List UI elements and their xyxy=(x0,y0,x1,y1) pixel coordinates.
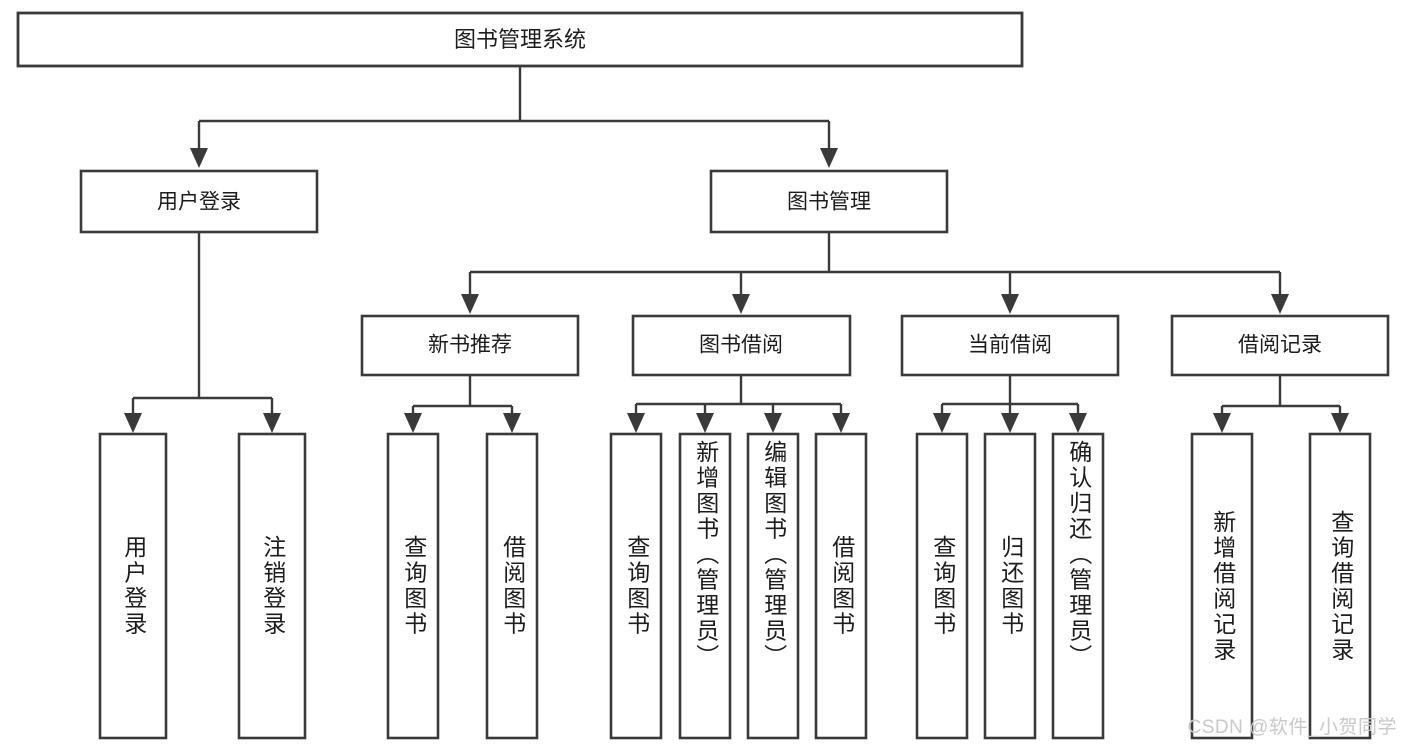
node-current-borrow[interactable]: 当前借阅 xyxy=(900,314,1120,377)
node-new-book-recommend-box[interactable] xyxy=(360,314,580,377)
leaf-add-record-box[interactable] xyxy=(1190,432,1254,740)
connector-new-book-recommend-to-leaves xyxy=(404,375,521,433)
leaf-query-book-1-box[interactable] xyxy=(386,432,440,740)
node-current-borrow-box[interactable] xyxy=(900,314,1120,377)
node-current-borrow-label: 当前借阅 xyxy=(968,334,1052,357)
node-root-box[interactable] xyxy=(16,11,1024,68)
connector-borrow-record-to-leaves xyxy=(1213,375,1349,433)
connector-book-manage-to-level3 xyxy=(461,232,1289,314)
node-borrow-record-label: 借阅记录 xyxy=(1238,334,1322,357)
leaf-return-book-box[interactable] xyxy=(983,432,1037,740)
node-root-label: 图书管理系统 xyxy=(454,27,586,52)
leaf-confirm-return-box[interactable] xyxy=(1051,432,1105,740)
node-borrow-record[interactable]: 借阅记录 xyxy=(1170,314,1390,377)
leaf-user-login-box[interactable] xyxy=(98,432,168,740)
leaf-borrow-book-1-box[interactable] xyxy=(485,432,539,740)
node-user-login[interactable]: 用户登录 xyxy=(79,169,319,234)
node-book-borrow[interactable]: 图书借阅 xyxy=(631,314,852,377)
node-book-manage[interactable]: 图书管理 xyxy=(709,169,949,234)
node-root[interactable]: 图书管理系统 xyxy=(16,11,1024,68)
leaf-edit-book-box[interactable] xyxy=(746,432,800,740)
leaf-boxes xyxy=(98,432,1372,740)
leaf-logout-login-box[interactable] xyxy=(237,432,307,740)
connector-root-to-level2 xyxy=(190,66,838,168)
leaf-query-book-2-box[interactable] xyxy=(609,432,663,740)
node-user-login-label: 用户登录 xyxy=(157,191,241,214)
node-new-book-recommend-label: 新书推荐 xyxy=(428,334,512,357)
connector-user-login-to-leaves xyxy=(124,232,281,433)
node-book-manage-label: 图书管理 xyxy=(787,191,871,214)
leaf-borrow-book-2-box[interactable] xyxy=(814,432,868,740)
leaf-query-record-box[interactable] xyxy=(1308,432,1372,740)
leaf-query-book-3-box[interactable] xyxy=(915,432,969,740)
connector-book-borrow-to-leaves xyxy=(627,375,850,433)
node-user-login-box[interactable] xyxy=(79,169,319,234)
node-book-borrow-label: 图书借阅 xyxy=(699,334,783,357)
connector-current-borrow-to-leaves xyxy=(933,375,1087,433)
node-new-book-recommend[interactable]: 新书推荐 xyxy=(360,314,580,377)
leaf-add-book-box[interactable] xyxy=(678,432,732,740)
